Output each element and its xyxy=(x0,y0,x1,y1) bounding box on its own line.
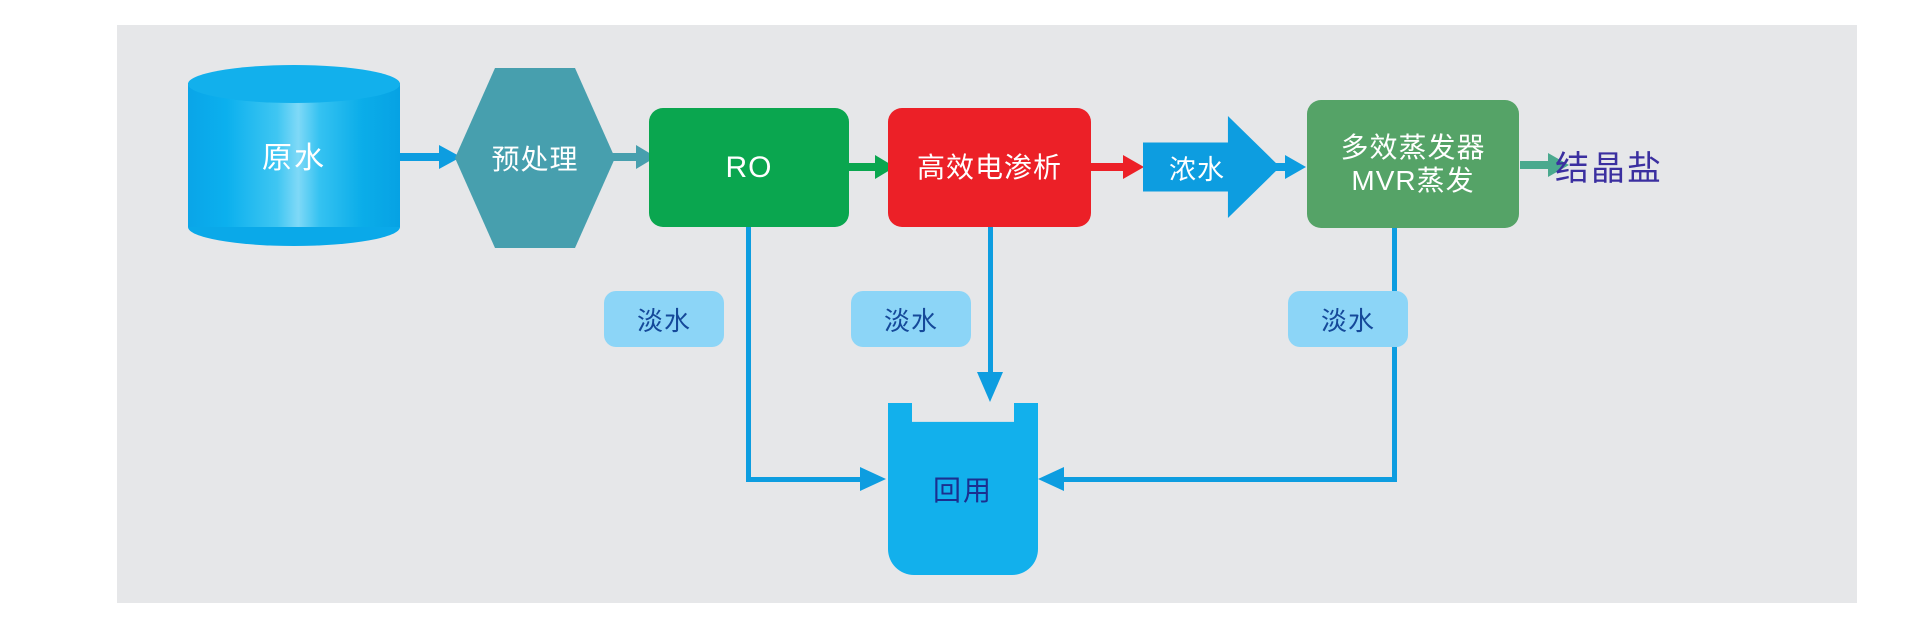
tank-shape xyxy=(888,403,1038,575)
label-freshwater-electrodialysis: 淡水 xyxy=(851,291,971,347)
arrow-head xyxy=(1285,155,1306,179)
arrow-shaft xyxy=(608,153,638,161)
connector-ro-to-reuse-horizontal xyxy=(746,477,862,482)
node-evaporator-label-line2: MVR蒸发 xyxy=(1351,165,1475,196)
connector-ro-to-reuse-arrowhead xyxy=(860,467,886,491)
label-freshwater-ro-text: 淡水 xyxy=(636,305,691,336)
node-ro[interactable]: RO xyxy=(649,108,849,227)
node-salt-output-label: 结晶盐 xyxy=(1555,149,1663,188)
node-evaporator[interactable]: 多效蒸发器 MVR蒸发 xyxy=(1307,100,1519,228)
label-freshwater-ro: 淡水 xyxy=(604,291,724,347)
connector-mvr-to-reuse-arrowhead xyxy=(1038,467,1064,491)
arrow-shaft xyxy=(399,153,441,161)
connector-ed-to-reuse-arrowhead xyxy=(977,372,1003,402)
label-freshwater-evaporator-text: 淡水 xyxy=(1320,305,1375,336)
node-salt-output: 结晶盐 xyxy=(1555,135,1735,195)
node-reuse-tank-label: 回用 xyxy=(932,475,993,506)
node-electrodialysis-label: 高效电渗析 xyxy=(916,151,1062,183)
label-freshwater-electrodialysis-text: 淡水 xyxy=(883,305,938,336)
arrow-head xyxy=(439,145,461,169)
node-raw-water-label: 原水 xyxy=(262,142,326,175)
connector-evaporator-to-salt xyxy=(1520,153,1576,177)
label-freshwater-evaporator: 淡水 xyxy=(1288,291,1408,347)
node-concentrate-label: 浓水 xyxy=(1169,154,1225,185)
node-concentrate[interactable]: 浓水 xyxy=(1143,116,1280,218)
connector-rawwater-to-pretreatment xyxy=(399,145,461,169)
node-evaporator-label-line1: 多效蒸发器 xyxy=(1340,131,1486,163)
arrow-shaft xyxy=(849,163,877,171)
connector-mvr-to-reuse-horizontal xyxy=(1064,477,1397,482)
arrow-head xyxy=(1548,153,1569,177)
arrow-shaft xyxy=(1091,163,1125,171)
connector-mvr-to-reuse-vertical xyxy=(1392,228,1397,480)
cylinder-top xyxy=(188,65,400,103)
connector-ro-to-reuse-vertical xyxy=(746,227,751,480)
cylinder-body xyxy=(188,83,400,227)
node-electrodialysis[interactable]: 高效电渗析 xyxy=(888,108,1091,227)
node-pretreatment[interactable]: 预处理 xyxy=(455,68,615,248)
node-pretreatment-label: 预处理 xyxy=(491,144,579,175)
connector-electrodialysis-to-concentrate xyxy=(1091,155,1147,179)
arrow-head xyxy=(1123,155,1144,179)
node-ro-label: RO xyxy=(725,150,773,184)
connector-ed-to-reuse-vertical xyxy=(988,227,993,375)
node-raw-water[interactable]: 原水 xyxy=(188,65,400,246)
arrow-shaft xyxy=(1520,161,1550,169)
node-reuse-tank[interactable]: 回用 xyxy=(888,403,1038,575)
